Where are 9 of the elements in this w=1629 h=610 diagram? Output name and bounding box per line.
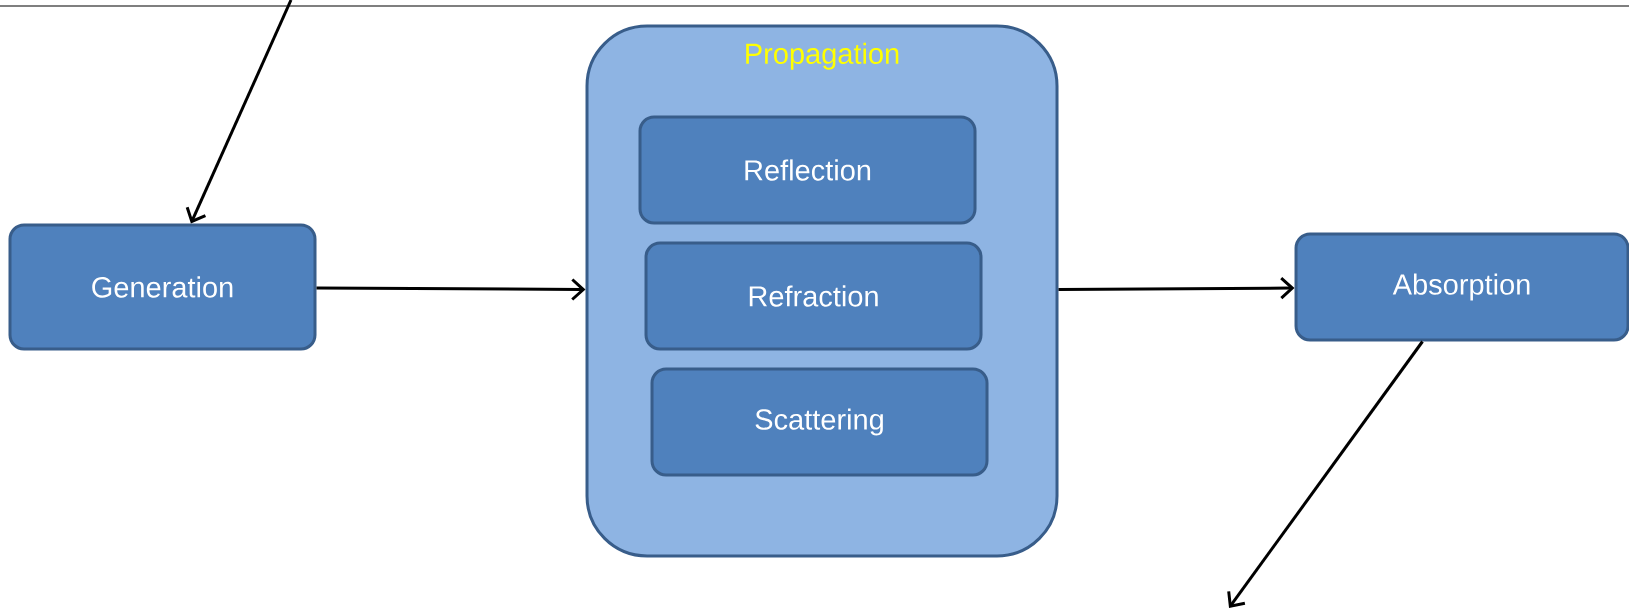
arrow xyxy=(316,278,586,301)
arrow xyxy=(1058,277,1295,300)
process-box: Refraction xyxy=(644,241,983,351)
process-box: Generation xyxy=(8,223,317,351)
arrow xyxy=(1227,340,1424,608)
process-box: Scattering xyxy=(650,367,989,477)
process-box: Absorption xyxy=(1294,232,1629,342)
process-box: Reflection xyxy=(638,115,977,225)
arrow xyxy=(185,0,293,224)
